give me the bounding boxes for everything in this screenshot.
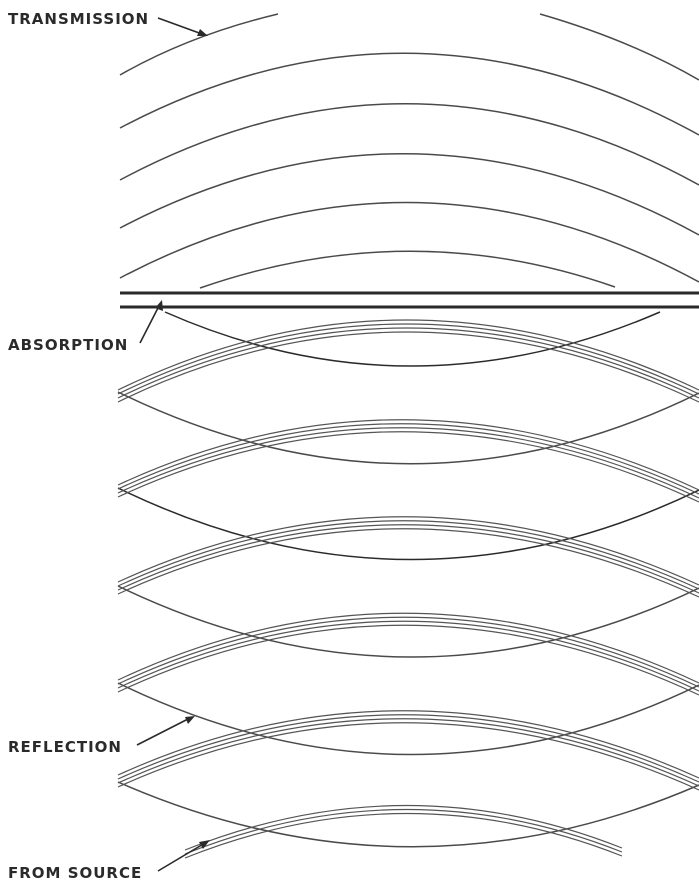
transmission-callout: TRANSMISSION [8,10,208,36]
transmitted-wavefront [120,154,699,235]
transmitted-wavefront [200,251,615,288]
incident-wavefront-band [118,711,699,790]
transmitted-waves [120,14,699,288]
incident-wavefront-band [118,517,699,597]
reflected-wavefront [118,488,699,560]
from-source-callout: FROM SOURCE [8,840,210,882]
reflection-callout: REFLECTION [8,716,195,756]
reflected-wavefront [118,782,699,847]
incident-wavefront-band [118,613,699,695]
transmitted-wavefront [120,104,699,185]
incident-waves [118,320,699,858]
from-source-label: FROM SOURCE [8,864,142,882]
transmitted-wavefront [120,53,699,135]
transmitted-wavefront [540,14,699,80]
barrier [120,293,699,307]
transmitted-wavefront [120,202,699,282]
transmission-label: TRANSMISSION [8,10,149,28]
incident-wavefront-band [118,320,699,402]
reflection-label: REFLECTION [8,738,122,756]
incident-wavefront-band [118,420,699,502]
absorption-label: ABSORPTION [8,336,128,354]
reflected-waves [118,312,699,847]
